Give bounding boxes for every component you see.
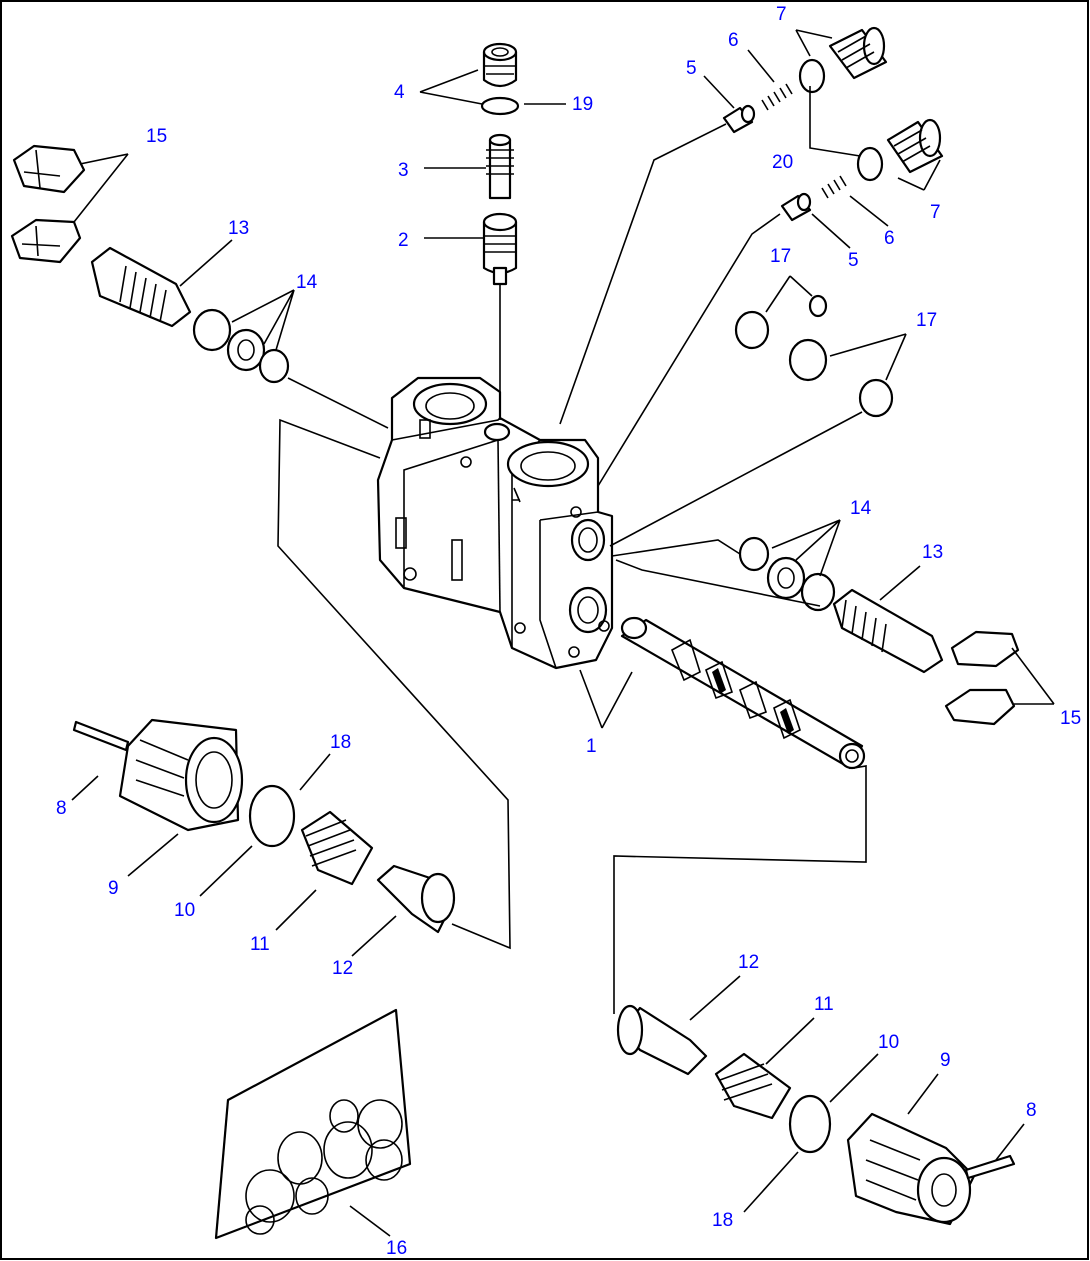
spring-cap-left (72, 718, 456, 934)
spool (620, 616, 866, 770)
callout-17-right: 17 (916, 310, 937, 331)
callout-11-right: 11 (814, 994, 834, 1015)
leader-lines (71, 29, 1055, 1237)
callout-12-right: 12 (738, 952, 759, 973)
callout-7-top: 7 (776, 4, 787, 25)
callout-16: 16 (386, 1238, 407, 1259)
callout-8-right: 8 (1026, 1100, 1037, 1121)
callout-2: 2 (398, 230, 409, 251)
o-rings-17 (734, 294, 894, 418)
callout-12-left: 12 (332, 958, 353, 979)
valve-body (376, 376, 614, 670)
safety-valve-right (738, 536, 1020, 726)
spring-cap-right (616, 1004, 1016, 1226)
callout-15-right: 15 (1060, 708, 1081, 729)
callout-6-top: 6 (728, 30, 739, 51)
assembly-lines (277, 123, 867, 1014)
callout-4: 4 (394, 82, 405, 103)
check-valve-upper (722, 26, 888, 134)
callout-14-right: 14 (850, 498, 872, 519)
callout-3: 3 (398, 160, 409, 181)
callout-13-left: 13 (228, 218, 249, 239)
seal-kit-bag (214, 1008, 412, 1240)
callout-numbers: 1 2 3 4 5 5 6 6 7 7 8 8 9 9 10 10 11 11 … (56, 4, 1081, 1259)
callout-9-right: 9 (940, 1050, 951, 1071)
callout-18-left: 18 (330, 732, 351, 753)
callout-17-top: 17 (770, 246, 791, 267)
callout-10-right: 10 (878, 1032, 899, 1053)
check-valve-lower (780, 118, 944, 222)
callout-11-left: 11 (250, 934, 270, 955)
safety-valve-left (10, 144, 290, 384)
callout-1: 1 (586, 736, 597, 757)
callout-5-lower: 5 (848, 250, 859, 271)
callout-10-left: 10 (174, 900, 195, 921)
callout-20: 20 (772, 152, 793, 173)
relief-valve-stack (480, 42, 520, 286)
callout-6-lower: 6 (884, 228, 895, 249)
callout-5-top: 5 (686, 58, 697, 79)
callout-8-left: 8 (56, 798, 67, 819)
callout-9-left: 9 (108, 878, 119, 899)
callout-19: 19 (572, 94, 593, 115)
callout-15-left: 15 (146, 126, 167, 147)
callout-14-left: 14 (296, 272, 318, 293)
callout-13-right: 13 (922, 542, 943, 563)
callout-7-lower: 7 (930, 202, 941, 223)
callout-18-right: 18 (712, 1210, 733, 1231)
